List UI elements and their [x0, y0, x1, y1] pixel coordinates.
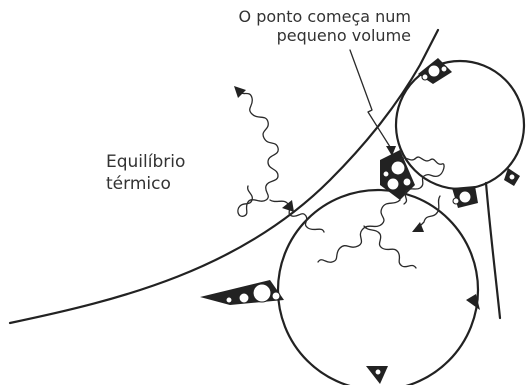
equilibrium-annotation-line2: térmico — [106, 174, 171, 194]
foam-cluster-bottom — [366, 366, 388, 384]
foam-cluster-lower-left — [200, 280, 284, 305]
foam-cluster-right — [504, 168, 520, 186]
upper-bubble — [394, 59, 526, 191]
foam-cluster-top — [418, 58, 452, 84]
start-pointer-arrowhead — [386, 146, 396, 156]
lower-bubble — [276, 188, 480, 385]
foam-cluster-right-lower — [466, 294, 480, 310]
start-pointer-line — [349, 49, 393, 151]
right-boundary-line — [484, 181, 502, 320]
start-annotation-line2: pequeno volume — [276, 26, 411, 45]
foam-cluster-middle — [380, 150, 415, 200]
start-annotation: O ponto começa num pequeno volume — [239, 7, 411, 45]
equilibrium-annotation-line1: Equilíbrio — [106, 152, 186, 172]
random-walk-lower-branch — [417, 195, 441, 229]
start-annotation-line1: O ponto começa num — [238, 7, 411, 26]
lower-walk-arrowhead — [412, 222, 424, 232]
equilibrium-walk-arrowhead-mid — [282, 200, 294, 212]
equilibrium-walk-arrowhead-top — [234, 86, 246, 98]
random-walk-upper-bubble — [399, 156, 445, 205]
random-walk-equilibrium — [237, 91, 325, 233]
background-boundary-curve — [8, 28, 440, 325]
equilibrium-annotation: Equilíbrio térmico — [106, 151, 185, 195]
random-walk-lower-bubble — [317, 199, 417, 269]
foam-cluster-junction — [452, 186, 478, 208]
